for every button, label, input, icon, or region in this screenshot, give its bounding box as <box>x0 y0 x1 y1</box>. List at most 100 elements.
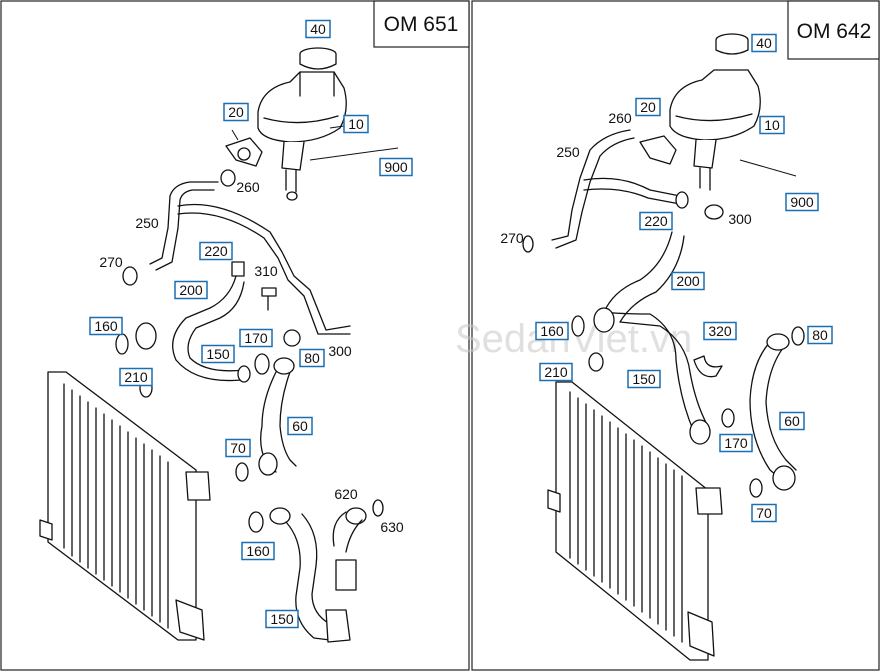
callout-label-80: 80 <box>812 327 828 343</box>
lower-hoses-om651 <box>248 499 384 643</box>
callout-box <box>119 367 153 387</box>
bolt-310-part <box>261 287 277 311</box>
clamp-260-part <box>220 169 236 187</box>
callout-label-320: 320 <box>708 323 732 339</box>
hose-250-r-b <box>555 137 635 249</box>
hose-end-160-r <box>593 307 615 333</box>
radiator-om651-part <box>39 371 211 641</box>
clamp-70-r <box>749 478 763 498</box>
hose-60-r-b <box>765 343 797 471</box>
hose-300-r-b <box>583 188 681 205</box>
callout-label-210: 210 <box>544 364 568 380</box>
callout-label-150: 150 <box>632 371 656 387</box>
clamp-170-part <box>254 353 270 375</box>
callout-label-160: 160 <box>540 323 564 339</box>
callout-label-80: 80 <box>304 350 320 366</box>
callout-label-150: 150 <box>270 611 294 627</box>
callout-box <box>807 325 833 345</box>
clamp-270-r <box>522 235 534 253</box>
callout-box <box>535 321 569 341</box>
hose-end-70-r <box>772 465 796 491</box>
callout-label-40: 40 <box>756 35 772 51</box>
callout-box <box>539 362 573 382</box>
title-box-om651 <box>373 0 470 48</box>
hose-200-150-a <box>172 275 243 382</box>
callout-box <box>671 271 705 291</box>
clamp-160-part <box>115 333 129 355</box>
callout-box <box>703 321 737 341</box>
clamp-80-part <box>283 329 301 347</box>
hose-end-80-part <box>273 357 295 375</box>
connector-220-part <box>231 261 245 277</box>
callout-box <box>719 433 753 453</box>
callout-box <box>305 19 331 39</box>
hose-200-150-b <box>187 281 245 372</box>
callout-box <box>343 114 369 134</box>
callout-label-20: 20 <box>228 104 244 120</box>
callout-box <box>785 192 819 212</box>
callout-label-630: 630 <box>380 519 404 535</box>
callout-label-300: 300 <box>728 211 752 227</box>
clamp-210-r <box>588 352 604 372</box>
callout-label-40: 40 <box>310 21 326 37</box>
cap-40-part-r <box>715 33 749 55</box>
callout-label-210: 210 <box>124 369 148 385</box>
callout-box <box>287 416 313 436</box>
callout-box <box>635 97 661 117</box>
callout-label-170: 170 <box>244 330 268 346</box>
hose-end-150-part <box>237 365 251 383</box>
callout-box <box>89 316 123 336</box>
panel-frame-om651 <box>0 0 470 671</box>
callout-label-10: 10 <box>348 116 364 132</box>
clamp-160-r <box>571 315 585 337</box>
callout-box <box>759 115 785 135</box>
expansion-tank-part <box>225 71 347 201</box>
callout-label-250: 250 <box>556 144 580 160</box>
clamp-170-r <box>721 408 735 428</box>
clamp-300-r <box>704 204 724 220</box>
hose-end-150-r <box>689 419 711 445</box>
hose-end-80-r <box>766 333 790 351</box>
title-om642: OM 642 <box>797 20 872 43</box>
callout-box <box>751 503 777 523</box>
callout-label-250: 250 <box>135 215 159 231</box>
clamp-270-part <box>122 266 138 286</box>
callout-label-900: 900 <box>384 159 408 175</box>
clamp-70-part <box>235 462 249 482</box>
hose-end-r <box>675 191 689 209</box>
parts-om642 <box>522 33 805 661</box>
callout-label-60: 60 <box>292 418 308 434</box>
callout-box <box>239 328 273 348</box>
callout-label-200: 200 <box>676 273 700 289</box>
hose-300-line-b <box>177 212 351 335</box>
panel-frame-om642 <box>471 0 880 671</box>
callout-label-150: 150 <box>206 346 230 362</box>
parts-om651 <box>39 47 399 643</box>
callout-box <box>199 241 233 261</box>
callout-label-220: 220 <box>644 213 668 229</box>
radiator-om642-part <box>547 381 723 661</box>
hose-200-r-b <box>619 235 711 431</box>
callout-label-170: 170 <box>724 435 748 451</box>
hose-60-r-a <box>749 339 783 481</box>
callout-label-620: 620 <box>334 486 358 502</box>
cap-40-part <box>299 47 337 70</box>
callout-label-70: 70 <box>230 440 246 456</box>
callout-label-260: 260 <box>236 179 260 195</box>
callout-box <box>639 211 673 231</box>
callout-label-60: 60 <box>784 413 800 429</box>
title-box-om642 <box>787 0 880 60</box>
callout-box <box>299 348 325 368</box>
callout-box <box>779 411 805 431</box>
title-om651: OM 651 <box>384 13 459 36</box>
hose-end-70-part <box>258 452 278 476</box>
callout-label-20: 20 <box>640 99 656 115</box>
hose-250-outline-a <box>149 181 219 265</box>
callout-label-160: 160 <box>246 543 270 559</box>
callout-label-10: 10 <box>764 117 780 133</box>
callout-box <box>751 33 777 53</box>
callout-label-270: 270 <box>99 254 123 270</box>
